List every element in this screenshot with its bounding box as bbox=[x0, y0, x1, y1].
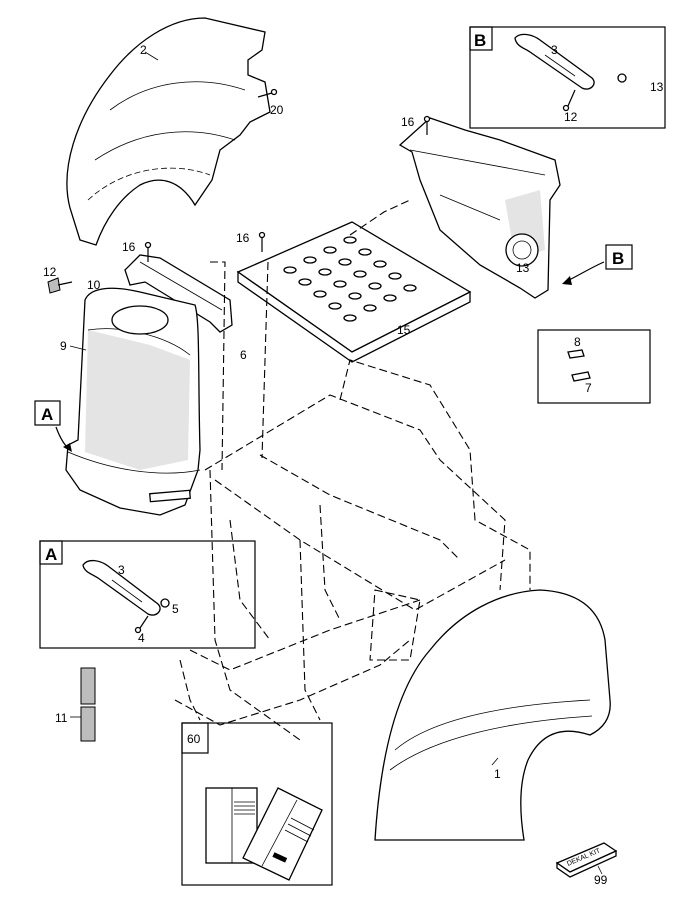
callout-b-letter: B bbox=[612, 249, 624, 268]
floor-plate-holes bbox=[283, 236, 417, 322]
label-16-right: 16 bbox=[401, 115, 415, 129]
part-1-fender bbox=[374, 589, 611, 841]
detail-a-label-5: 5 bbox=[172, 602, 179, 616]
label-12: 12 bbox=[43, 265, 57, 279]
knob-12 bbox=[47, 277, 73, 294]
label-6: 6 bbox=[240, 348, 247, 362]
decal-kit: DEKAL KIT 99 bbox=[555, 842, 618, 887]
label-16-mid: 16 bbox=[236, 231, 250, 245]
callout-b: B bbox=[562, 244, 633, 285]
chassis-frame bbox=[174, 359, 531, 741]
part-15-floor-plate bbox=[236, 221, 472, 363]
detail-b-box: B 3 13 12 bbox=[469, 26, 666, 129]
detail-b-letter: B bbox=[474, 31, 486, 50]
detail-b-label-13: 13 bbox=[650, 80, 664, 94]
label-2: 2 bbox=[140, 43, 147, 57]
screw-20 bbox=[257, 88, 278, 98]
label-1: 1 bbox=[494, 767, 501, 781]
detail-a-label-3: 3 bbox=[118, 563, 125, 577]
part-6-bracket bbox=[124, 254, 233, 333]
label-9: 9 bbox=[60, 339, 67, 353]
manual-kit-box: 60 bbox=[181, 722, 333, 886]
label-16-left: 16 bbox=[122, 240, 136, 254]
label-15: 15 bbox=[397, 323, 411, 337]
detail-a-label-4: 4 bbox=[138, 631, 145, 645]
label-13: 13 bbox=[516, 261, 530, 275]
rivets-box: 8 7 bbox=[537, 329, 651, 404]
part-9-front-panel bbox=[65, 287, 201, 516]
detail-a-letter: A bbox=[45, 545, 57, 564]
detail-b-label-12: 12 bbox=[564, 110, 578, 124]
rivet-label-7: 7 bbox=[585, 381, 592, 395]
screw-16-mid bbox=[258, 231, 266, 252]
callout-a: A bbox=[34, 400, 72, 452]
screw-16-left bbox=[144, 241, 152, 262]
label-10: 10 bbox=[87, 278, 101, 292]
manual-kit-number: 60 bbox=[187, 732, 201, 746]
decal-kit-number: 99 bbox=[594, 873, 608, 887]
part-2-rear-fender bbox=[66, 17, 271, 246]
detail-a-box: A 3 5 4 bbox=[39, 540, 256, 649]
part-11-spacer bbox=[80, 667, 96, 742]
label-11: 11 bbox=[55, 711, 68, 725]
label-20: 20 bbox=[270, 103, 284, 117]
rivet-label-8: 8 bbox=[574, 335, 581, 349]
callout-a-letter: A bbox=[41, 405, 53, 424]
screw-16-right bbox=[423, 115, 431, 135]
detail-b-label-3: 3 bbox=[551, 43, 558, 57]
part-13-side-panel bbox=[398, 117, 561, 299]
